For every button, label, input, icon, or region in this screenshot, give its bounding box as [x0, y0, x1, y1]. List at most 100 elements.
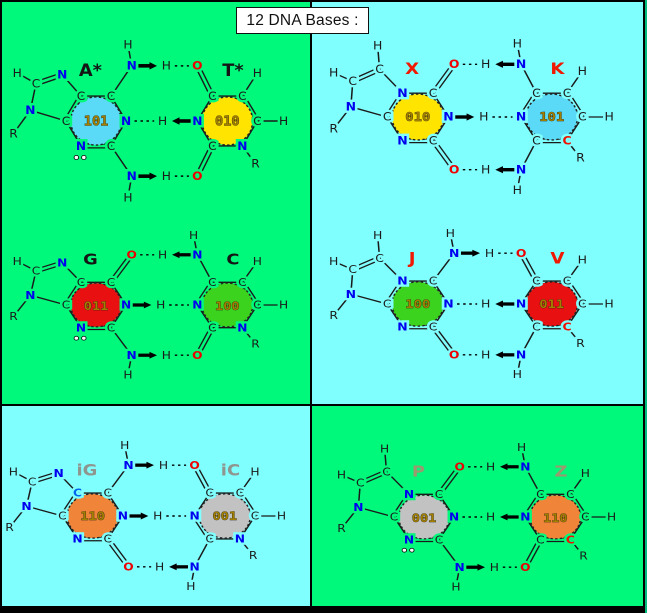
svg-text:R: R [5, 521, 14, 534]
svg-text:C: C [536, 533, 545, 546]
svg-text:H: H [607, 511, 616, 524]
svg-text:iC: iC [221, 461, 240, 480]
svg-text:110: 110 [543, 511, 568, 525]
bond-lines [340, 447, 612, 587]
svg-text:101: 101 [539, 111, 564, 125]
hydrogen-bonds [129, 461, 188, 571]
svg-text:N: N [76, 321, 86, 334]
svg-text:O: O [127, 248, 138, 261]
svg-text:N: N [54, 467, 64, 480]
svg-text:C: C [578, 110, 587, 123]
svg-text:H: H [604, 110, 613, 123]
svg-text:R: R [329, 122, 338, 135]
svg-text:H: H [159, 459, 168, 472]
hydrogen-bonds [401, 463, 519, 571]
svg-text:010: 010 [405, 111, 430, 125]
svg-text:O: O [192, 169, 202, 183]
bond-lines [12, 44, 284, 198]
svg-text:H: H [155, 560, 164, 573]
svg-text:C: C [563, 87, 572, 100]
svg-text:C: C [581, 511, 590, 524]
svg-text:O: O [455, 460, 466, 473]
svg-text:R: R [329, 309, 338, 322]
svg-text:C: C [375, 63, 384, 76]
svg-text:100: 100 [215, 299, 240, 313]
svg-text:H: H [513, 368, 522, 381]
svg-text:H: H [479, 110, 488, 123]
svg-text:C: C [205, 487, 214, 500]
svg-text:H: H [337, 468, 346, 481]
svg-text:C: C [253, 114, 262, 128]
svg-text:N: N [404, 488, 414, 501]
svg-text:C: C [226, 251, 239, 269]
svg-text:C: C [532, 321, 541, 334]
svg-text:C: C [236, 487, 245, 500]
svg-text:N: N [123, 459, 133, 472]
svg-text:C: C [107, 89, 116, 103]
svg-text:C: C [238, 89, 247, 103]
svg-text:N: N [25, 289, 35, 302]
svg-text:N: N [237, 321, 247, 334]
bond-lines [8, 445, 282, 587]
svg-text:C: C [435, 533, 444, 546]
svg-text:N: N [121, 114, 131, 128]
svg-text:H: H [123, 38, 132, 52]
svg-text:C: C [107, 139, 116, 153]
svg-text:P: P [412, 463, 425, 481]
figure-title: 12 DNA Bases : [246, 11, 359, 29]
svg-text:O: O [449, 348, 460, 361]
svg-text:N: N [443, 298, 453, 311]
svg-text:N: N [449, 247, 459, 260]
svg-text:H: H [486, 511, 495, 524]
svg-text:H: H [604, 298, 613, 311]
svg-text:N: N [397, 87, 407, 100]
svg-text:O: O [449, 58, 460, 71]
svg-text:C: C [107, 321, 116, 334]
svg-text:N: N [192, 114, 202, 128]
hydrogen-bonds [73, 251, 191, 359]
svg-text:C: C [563, 275, 572, 288]
svg-text:N: N [520, 511, 530, 524]
svg-text:N: N [72, 532, 82, 545]
svg-text:H: H [517, 441, 526, 454]
svg-text:C: C [205, 532, 214, 545]
svg-text:N: N [189, 560, 199, 573]
svg-text:H: H [158, 114, 167, 128]
svg-text:O: O [516, 247, 527, 260]
svg-text:H: H [481, 348, 490, 361]
svg-text:H: H [156, 299, 165, 312]
svg-text:A*: A* [79, 61, 102, 80]
svg-text:110: 110 [80, 510, 105, 524]
svg-text:N: N [346, 288, 356, 301]
svg-text:C: C [62, 299, 71, 312]
quadrant-bottom-right [312, 406, 643, 606]
svg-text:N: N [520, 460, 530, 473]
svg-text:C: C [382, 465, 391, 478]
svg-text:H: H [189, 229, 198, 242]
svg-text:H: H [277, 510, 286, 523]
quadrant-bottom-left [2, 406, 310, 606]
svg-text:100: 100 [405, 298, 430, 312]
svg-text:H: H [446, 227, 455, 240]
svg-text:N: N [192, 248, 202, 261]
svg-text:N: N [237, 139, 247, 153]
svg-text:N: N [516, 163, 526, 176]
svg-text:H: H [158, 248, 167, 261]
svg-text:H: H [162, 349, 171, 362]
title-box: 12 DNA Bases : [236, 7, 369, 34]
svg-text:N: N [516, 58, 526, 71]
svg-text:C: C [429, 275, 438, 288]
svg-text:C: C [208, 139, 217, 153]
svg-text:C: C [562, 321, 571, 334]
hydrogen-bonds [73, 62, 191, 180]
svg-text:T*: T* [222, 61, 243, 80]
svg-text:N: N [127, 349, 137, 362]
svg-text:K: K [550, 60, 565, 79]
svg-text:Z: Z [555, 463, 568, 481]
svg-text:H: H [162, 169, 171, 183]
svg-text:101: 101 [84, 115, 109, 130]
